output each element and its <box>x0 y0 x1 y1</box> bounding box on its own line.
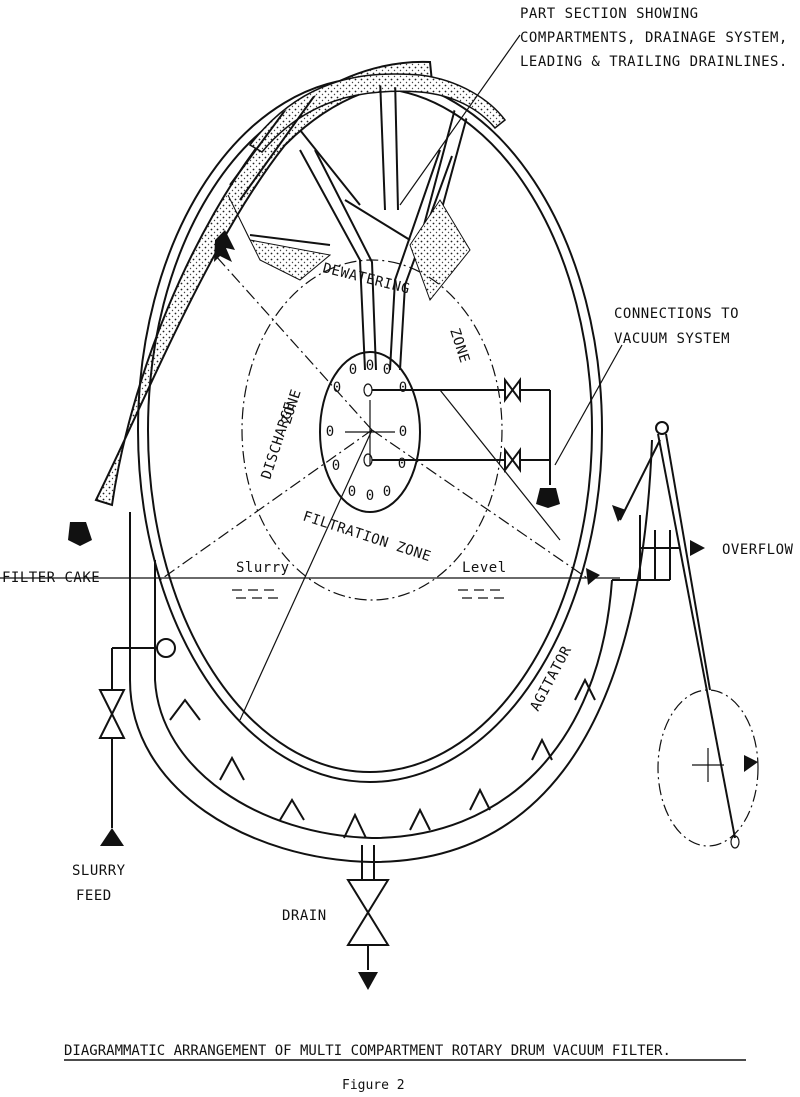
label-part-section-1: PART SECTION SHOWING <box>520 6 699 22</box>
drive-pulley <box>655 421 759 849</box>
svg-text:0: 0 <box>333 380 341 396</box>
arrow-rotation-icon <box>214 230 235 262</box>
flow-arrows <box>68 230 758 990</box>
vacuum-pipes <box>372 377 551 485</box>
overflow-weir <box>612 515 680 581</box>
arrow-level-icon <box>586 568 600 585</box>
label-part-section-3: LEADING & TRAILING DRAINLINES. <box>520 54 788 70</box>
label-slurry-feed-2: FEED <box>76 888 112 904</box>
svg-text:0: 0 <box>383 362 391 378</box>
label-discharge-zone: ZONE <box>279 387 305 426</box>
svg-text:0: 0 <box>366 358 374 374</box>
slurry-feed-pipe <box>98 638 176 828</box>
label-zone-right: ZONE <box>446 326 472 365</box>
svg-text:0: 0 <box>332 458 340 474</box>
svg-text:0: 0 <box>348 484 356 500</box>
valve-hub <box>319 351 421 513</box>
arrow-vacuum-icon <box>536 488 560 508</box>
label-drain: DRAIN <box>282 908 327 924</box>
leader-lines <box>399 34 623 466</box>
label-overflow: OVERFLOW <box>722 542 794 558</box>
svg-text:0: 0 <box>366 488 374 504</box>
label-part-section-2: COMPARTMENTS, DRAINAGE SYSTEM, <box>520 30 788 46</box>
arrow-feed-icon <box>100 828 124 846</box>
svg-text:0: 0 <box>349 362 357 378</box>
arrow-drain-icon <box>358 972 378 990</box>
label-level: Level <box>462 560 507 576</box>
label-connections-2: VACUUM SYSTEM <box>614 331 730 347</box>
trough-inner <box>154 560 613 840</box>
svg-text:0: 0 <box>383 484 391 500</box>
zone-dividers <box>159 254 591 721</box>
arrow-return-icon <box>612 505 626 522</box>
svg-text:0: 0 <box>399 424 407 440</box>
agitator-arms <box>169 677 596 839</box>
trough-outer <box>129 439 653 864</box>
caption-figure: Figure 2 <box>342 1078 405 1093</box>
water-ripples <box>232 589 504 599</box>
zone-circle <box>241 259 503 601</box>
part-section-compartments <box>227 85 473 371</box>
arrow-overflow-icon <box>690 540 705 556</box>
drain-pipe <box>346 845 390 970</box>
arrow-pulley-icon <box>744 755 758 772</box>
label-dewatering: DEWATERING <box>321 260 412 297</box>
label-slurry-feed-1: SLURRY <box>72 863 126 879</box>
label-connections-1: CONNECTIONS TO <box>614 306 739 322</box>
arrow-filter-cake-icon <box>68 522 92 546</box>
drum-cake-top <box>248 73 507 153</box>
label-slurry: Slurry <box>236 560 290 576</box>
svg-text:0: 0 <box>326 424 334 440</box>
label-filter-cake: FILTER CAKE <box>2 570 100 586</box>
svg-text:0: 0 <box>398 456 406 472</box>
label-filtration-zone: FILTRATION ZONE <box>301 509 433 566</box>
svg-text:0: 0 <box>399 380 407 396</box>
caption-title: DIAGRAMMATIC ARRANGEMENT OF MULTI COMPAR… <box>64 1043 671 1059</box>
